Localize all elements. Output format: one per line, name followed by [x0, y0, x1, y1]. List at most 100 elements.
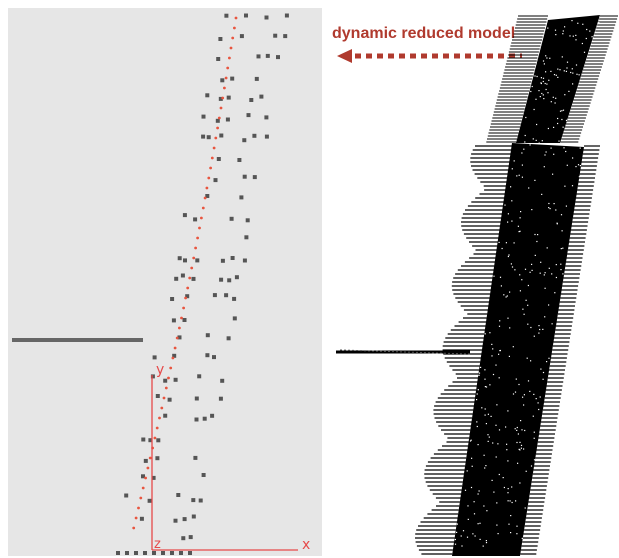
model-node [173, 518, 178, 523]
mesh-speck [547, 27, 549, 29]
mesh-speck [471, 457, 473, 459]
mesh-speck [545, 151, 547, 153]
mesh-speck [556, 222, 558, 224]
mesh-speck [546, 361, 548, 363]
mesh-speck [555, 276, 557, 279]
mesh-speck [575, 64, 578, 66]
mesh-speck [496, 502, 498, 504]
mesh-speck [534, 233, 536, 236]
mesh-speck [562, 30, 564, 32]
centerline-dot [214, 136, 218, 140]
model-node [167, 397, 172, 402]
mesh-speck [511, 266, 514, 268]
mesh-speck [545, 55, 547, 57]
model-node [220, 78, 225, 83]
mesh-speck [476, 425, 478, 428]
model-node [206, 135, 211, 140]
centerline-dot [198, 226, 201, 230]
mesh-speck [485, 540, 487, 542]
mesh-speck [511, 220, 513, 222]
mesh-speck [554, 29, 557, 31]
mesh-speck [578, 74, 580, 76]
mesh-speck [502, 477, 504, 479]
model-node [191, 514, 196, 519]
model-node [212, 293, 217, 298]
model-node [194, 417, 199, 422]
mesh-speck [564, 185, 566, 187]
mesh-speck [470, 486, 473, 489]
centerline-dot [210, 156, 214, 160]
mesh-speck [467, 518, 469, 520]
mesh-speck [532, 415, 534, 417]
mesh-speck [589, 30, 591, 32]
mesh-speck [536, 123, 538, 126]
mesh-speck [506, 449, 508, 451]
mesh-speck [553, 153, 555, 155]
mesh-speck [540, 82, 542, 85]
model-node [230, 76, 235, 81]
mesh-speck [519, 441, 521, 443]
model-node [205, 93, 210, 98]
mesh-speck [510, 515, 512, 517]
mesh-speck [506, 295, 508, 297]
mesh-speck [484, 414, 486, 416]
mesh-speck [480, 366, 482, 368]
mesh-speck [492, 373, 495, 376]
full-model-mesh [336, 15, 618, 556]
model-node [218, 396, 223, 401]
mesh-speck [541, 140, 543, 142]
centerline-dot [194, 246, 198, 250]
model-node [242, 174, 247, 179]
centerline-dot [148, 456, 152, 460]
mesh-speck [462, 530, 465, 532]
model-node [141, 474, 145, 479]
mesh-speck [549, 208, 551, 210]
mesh-speck [577, 164, 580, 166]
centerline-dot [175, 336, 179, 340]
mesh-speck [541, 193, 543, 195]
mesh-speck [509, 500, 511, 502]
mesh-speck [554, 292, 556, 294]
mesh-speck [471, 465, 473, 467]
mesh-speck [519, 482, 521, 484]
mesh-speck [533, 108, 535, 111]
model-node [284, 13, 289, 18]
centerline-dot [216, 126, 220, 130]
mesh-speck [514, 391, 517, 393]
mesh-speck [549, 57, 551, 59]
mesh-speck [572, 72, 574, 74]
model-node [182, 517, 187, 522]
model-node [193, 217, 198, 222]
mesh-speck [561, 230, 563, 232]
model-node [163, 413, 168, 418]
mesh-speck [538, 408, 540, 411]
mesh-speck [538, 90, 540, 92]
model-node [116, 551, 120, 555]
mesh-speck [537, 402, 539, 404]
mesh-speck [483, 505, 485, 507]
mesh-speck [583, 51, 586, 53]
centerline-dot [153, 436, 157, 440]
mesh-speck [495, 424, 497, 426]
mesh-speck [565, 150, 567, 153]
mesh-speck [485, 423, 487, 425]
model-node [225, 117, 230, 122]
mesh-speck [540, 77, 542, 79]
mesh-speck [466, 470, 468, 472]
mesh-speck [523, 394, 525, 396]
model-node [226, 336, 231, 341]
model-node [183, 258, 187, 263]
mesh-speck [518, 383, 520, 386]
mesh-speck [515, 500, 517, 502]
model-node [143, 551, 147, 555]
model-node [150, 374, 155, 379]
centerline-dot [134, 516, 138, 520]
mesh-speck [564, 26, 566, 28]
model-node [244, 235, 249, 240]
mesh-speck [531, 263, 533, 265]
mesh-speck [506, 443, 508, 445]
mesh-speck [562, 126, 564, 128]
model-node [152, 551, 156, 555]
model-node [163, 378, 168, 383]
mesh-speck [538, 325, 540, 327]
